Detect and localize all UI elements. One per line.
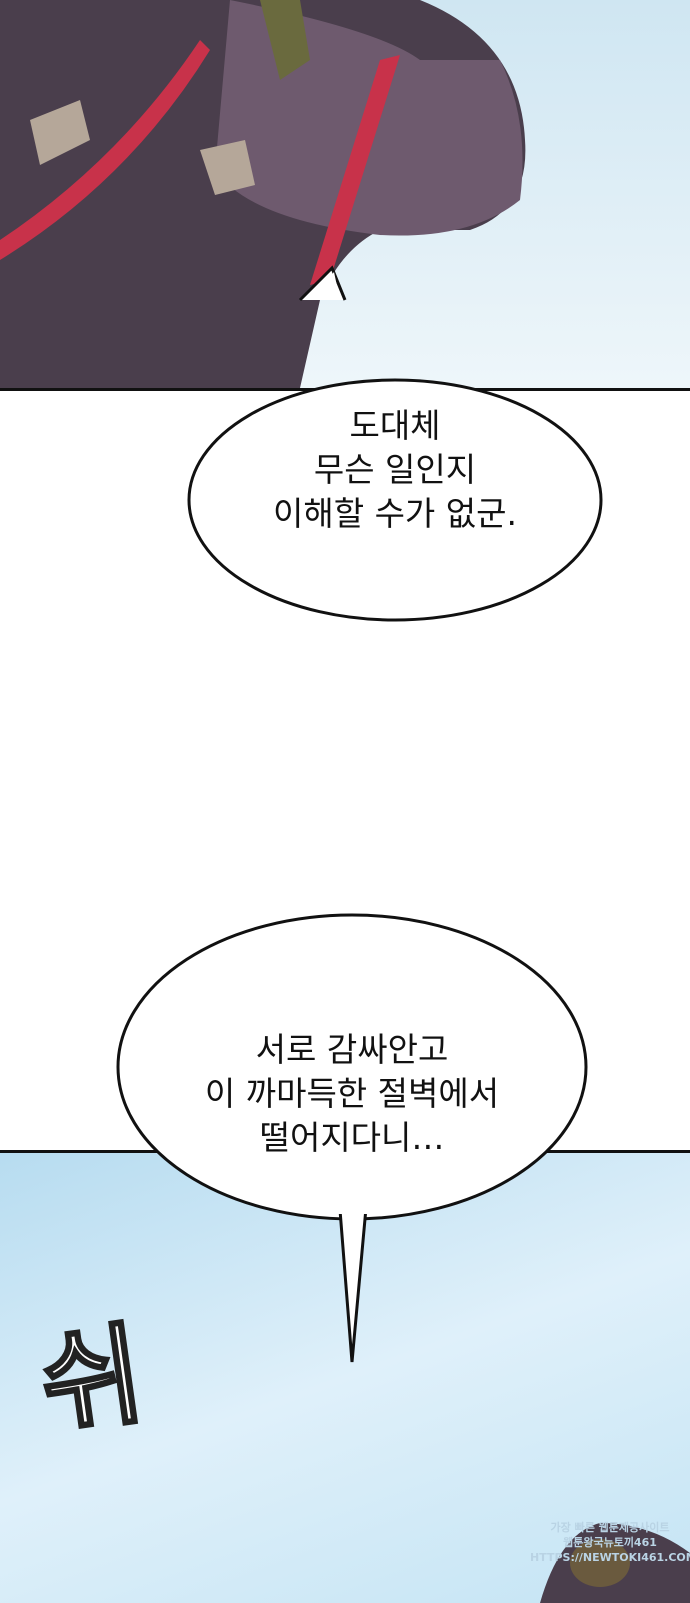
- watermark-line: 웹툰왕국뉴토끼461: [563, 1536, 657, 1549]
- speech-bubble-1: 도대체 무슨 일인지 이해할 수가 없군.: [190, 404, 600, 536]
- bubble-line: 무슨 일인지: [313, 450, 477, 489]
- top-panel: [0, 0, 690, 391]
- watermark-line: HTTPS://NEWTOKI461.COM: [530, 1551, 690, 1564]
- speech-bubble-2: 서로 감싸안고 이 까마득한 절벽에서 떨어지다니…: [118, 1028, 586, 1160]
- watermark-line: 가장 빠른 웹툰제공사이트: [550, 1521, 670, 1534]
- bubble-line: 떨어지다니…: [259, 1118, 445, 1157]
- bubble-line: 도대체: [349, 406, 441, 445]
- bubble-line: 이 까마득한 절벽에서: [204, 1074, 500, 1113]
- watermark: 가장 빠른 웹툰제공사이트 웹툰왕국뉴토끼461 HTTPS://NEWTOKI…: [530, 1520, 690, 1565]
- character-robe-illustration: [0, 0, 526, 388]
- bubble-line: 이해할 수가 없군.: [273, 494, 517, 533]
- character-illustration: [540, 1523, 690, 1603]
- bubble-line: 서로 감싸안고: [255, 1030, 449, 1069]
